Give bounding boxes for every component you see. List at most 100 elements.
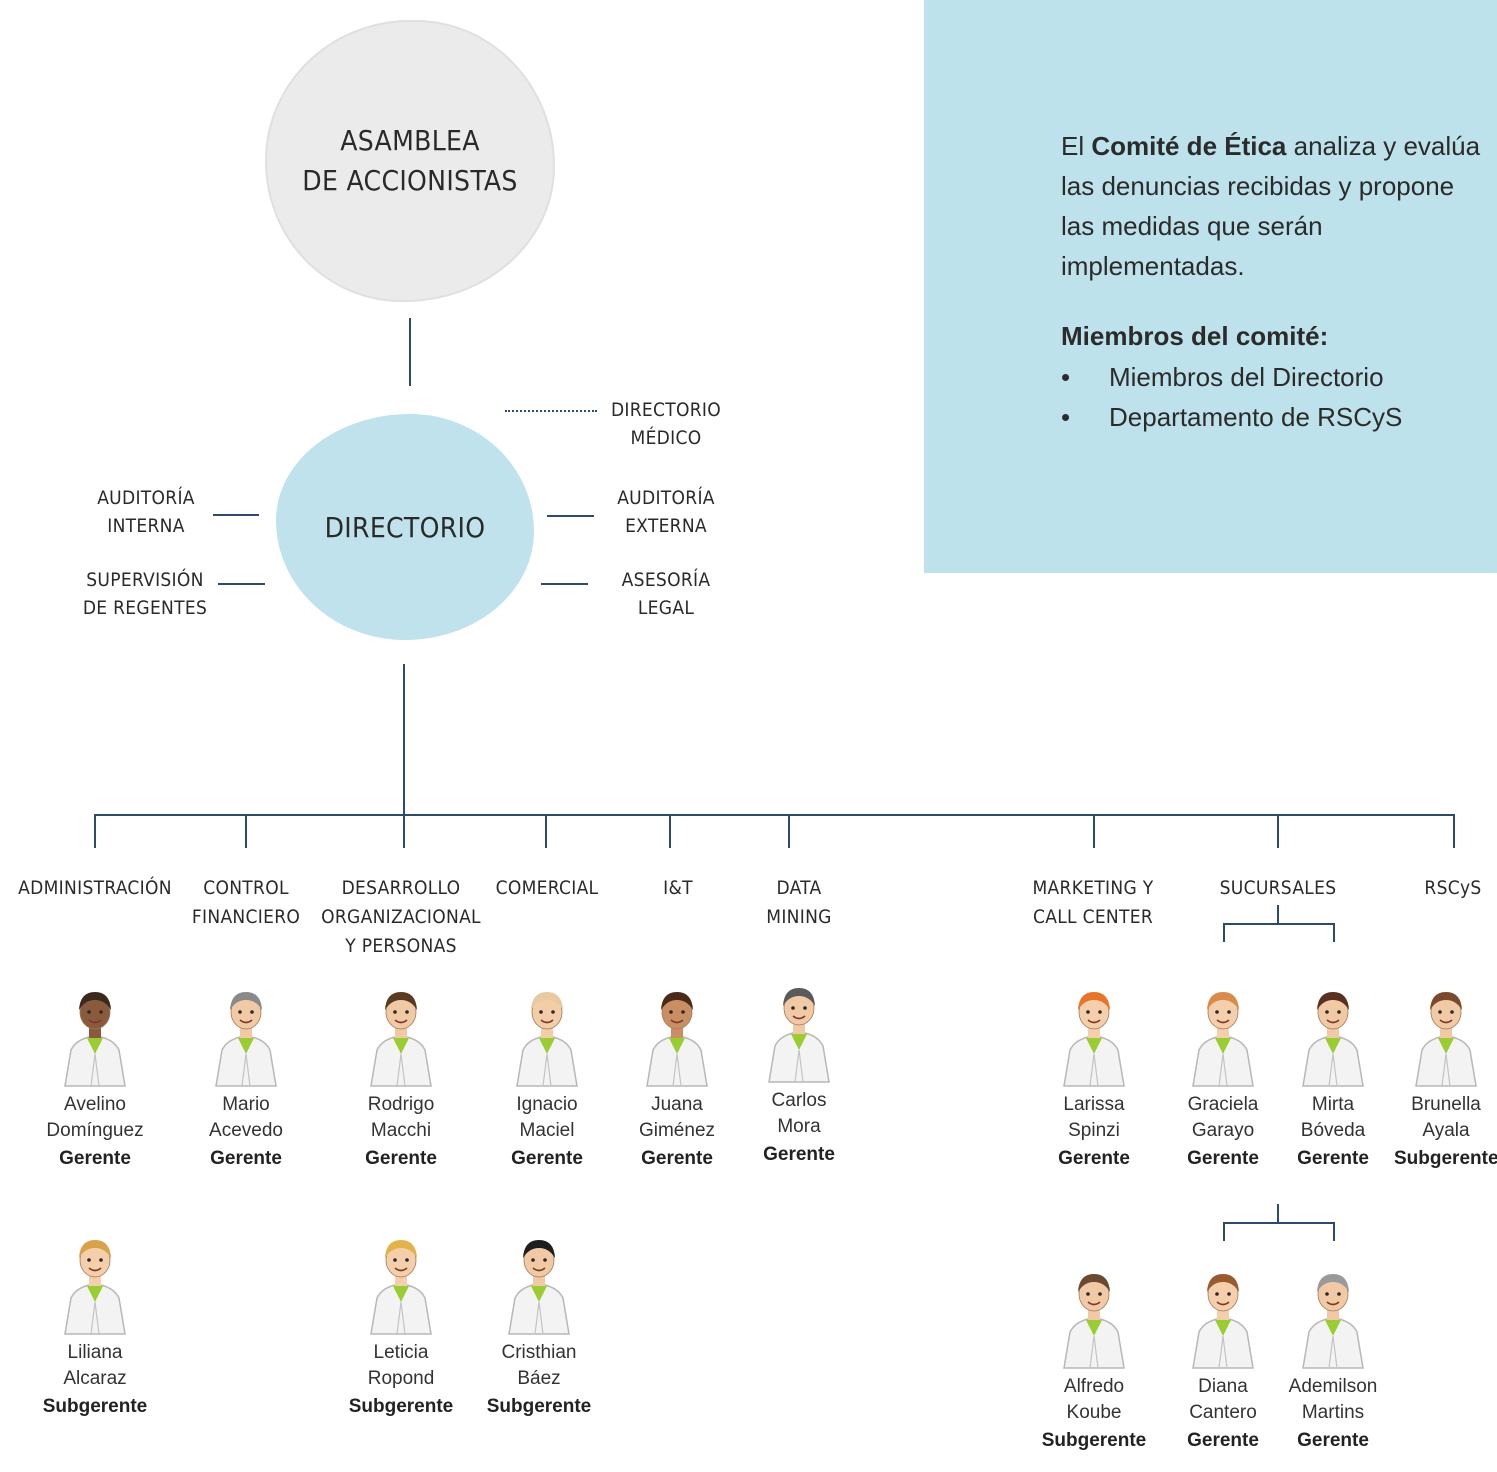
dept-it-line-1: I&T [663, 877, 693, 899]
person-role: Subgerente [486, 1396, 592, 1417]
person-role: Gerente [1297, 1148, 1369, 1169]
asamblea-line-2: DE ACCIONISTAS [302, 164, 518, 197]
dept-marketing: MARKETING Y CALL CENTER [1033, 874, 1154, 932]
person-role: Gerente [365, 1148, 437, 1169]
person-avatar [1175, 1262, 1271, 1370]
drop-comercial [545, 814, 547, 848]
doctor-avatar-icon [1063, 1274, 1125, 1369]
dept-comercial-line-1: COMERCIAL [495, 877, 599, 899]
sucursales-bracket-bar [1223, 923, 1335, 925]
person-first-name: Liliana [67, 1342, 123, 1363]
drop-marketing [1093, 814, 1095, 848]
directorio-circle: DIRECTORIO [276, 414, 534, 640]
drop-it [669, 814, 671, 848]
person-first-name: Leticia [373, 1342, 429, 1363]
person-role: Subgerente [1394, 1148, 1497, 1169]
dept-data-line-1: DATA [776, 877, 822, 899]
person-avatar [491, 1228, 587, 1336]
drop-sucursales [1277, 814, 1279, 848]
person-role: Gerente [511, 1148, 583, 1169]
dept-control-line-1: CONTROL [203, 877, 289, 899]
member-item-rscys: •Departamento de RSCyS [1061, 397, 1402, 437]
doctor-avatar-icon [215, 992, 277, 1087]
dept-desarrollo-line-2: ORGANIZACIONAL [321, 906, 481, 928]
dept-data-line-2: MINING [766, 906, 832, 928]
asamblea-line-1: ASAMBLEA [340, 124, 480, 157]
person-first-name: Mirta [1311, 1094, 1355, 1115]
dept-desarrollo-line-3: Y PERSONAS [345, 935, 457, 957]
doctor-avatar-icon [64, 992, 126, 1087]
person-last-name: Spinzi [1068, 1120, 1120, 1141]
dept-comercial: COMERCIAL [496, 874, 599, 903]
connector-directorio-down [403, 664, 405, 816]
auditoria-interna-line-1: AUDITORÍA [97, 487, 195, 509]
asamblea-circle: ASAMBLEA DE ACCIONISTAS [265, 20, 555, 302]
person-avatar [47, 980, 143, 1088]
person-first-name: Diana [1198, 1376, 1248, 1397]
person-last-name: Alcaraz [63, 1368, 127, 1389]
ethics-committee-description: El Comité de Ética analiza y evalúa las … [1061, 126, 1481, 286]
asesoria-legal-line-1: ASESORÍA [621, 569, 711, 591]
supervision-regentes-line-2: DE REGENTES [82, 597, 208, 619]
departments-bus [94, 814, 1455, 816]
auditoria-externa-line-2: EXTERNA [625, 515, 707, 537]
person-first-name: Avelino [64, 1094, 126, 1115]
drop-control [245, 814, 247, 848]
person-role: Gerente [1187, 1430, 1259, 1451]
dept-marketing-line-2: CALL CENTER [1032, 906, 1154, 928]
auditoria-interna-label: AUDITORÍA INTERNA [80, 484, 212, 540]
person-last-name: Macchi [370, 1120, 432, 1141]
person-role: Gerente [59, 1148, 131, 1169]
sucursales2-bracket-left [1223, 1222, 1225, 1241]
person-avatar [353, 1228, 449, 1336]
dept-rscys-line-1: RSCyS [1424, 877, 1482, 899]
bullet-dot: • [1061, 402, 1071, 432]
doctor-avatar-icon [1192, 1274, 1254, 1369]
drop-administracion [94, 814, 96, 848]
doctor-avatar-icon [768, 988, 830, 1083]
sucursales-bracket-right [1333, 923, 1335, 942]
person-avatar [1046, 980, 1142, 1088]
person-last-name: Koube [1066, 1402, 1122, 1423]
person-last-name: Martins [1301, 1402, 1365, 1423]
person-avatar [499, 980, 595, 1088]
person-role: Gerente [1297, 1430, 1369, 1451]
person-first-name: Brunella [1411, 1094, 1481, 1115]
dept-administracion: ADMINISTRACIÓN [18, 874, 172, 903]
person-last-name: Mora [777, 1116, 821, 1137]
person-avatar [353, 980, 449, 1088]
directorio-medico-line-1: DIRECTORIO [610, 399, 722, 421]
doctor-avatar-icon [370, 992, 432, 1087]
bullet-dot: • [1061, 362, 1071, 392]
sucursales2-bracket-stem [1277, 1204, 1279, 1224]
doctor-avatar-icon [1415, 992, 1477, 1087]
person-last-name: Ropond [367, 1368, 435, 1389]
person-avatar [198, 980, 294, 1088]
doctor-avatar-icon [64, 1240, 126, 1335]
connector-asamblea-directorio [409, 318, 411, 386]
person-role: Gerente [641, 1148, 713, 1169]
dept-marketing-line-1: MARKETING Y [1032, 877, 1154, 899]
auditoria-externa-label: AUDITORÍA EXTERNA [604, 484, 728, 540]
person-first-name: Ademilson [1288, 1376, 1378, 1397]
connector-asesoria-legal [541, 583, 588, 585]
